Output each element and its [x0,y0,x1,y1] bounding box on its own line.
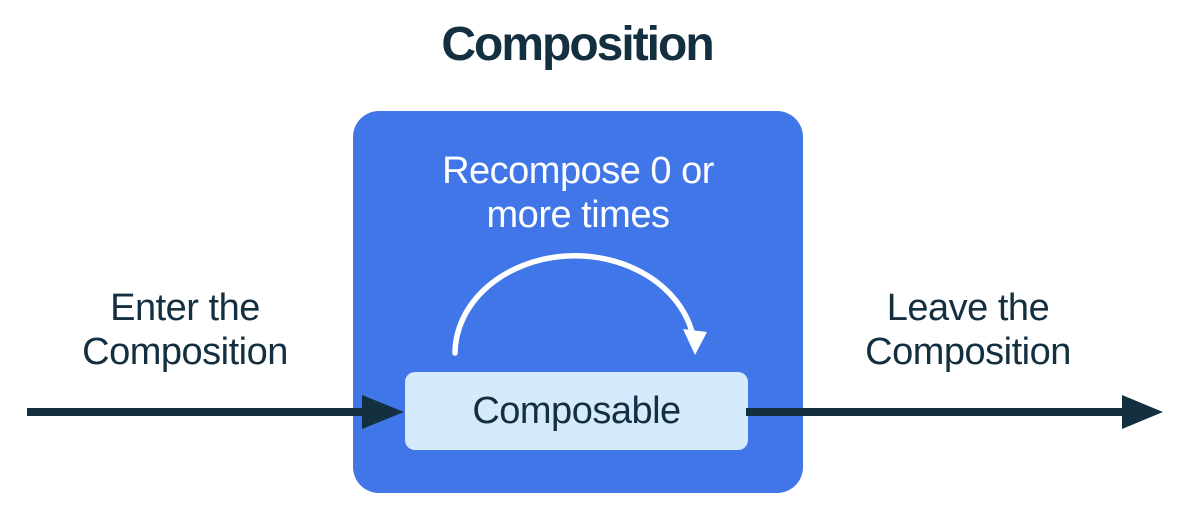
enter-composition-label: Enter the Composition [82,286,288,374]
composable-node: Composable [405,372,748,450]
enter-label-line1: Enter the [110,287,260,329]
composition-container: Recompose 0 or more times Composable [353,111,803,493]
leave-label-line2: Composition [865,331,1071,373]
recompose-label: Recompose 0 or more times [353,149,803,237]
enter-label-line2: Composition [82,331,288,373]
recompose-label-line2: more times [486,194,670,236]
leave-composition-label: Leave the Composition [865,286,1071,374]
diagram-title: Composition [441,18,714,71]
leave-label-line1: Leave the [886,287,1050,329]
composable-node-label: Composable [472,389,681,432]
leave-arrow-head-icon [1122,395,1163,429]
recompose-label-line1: Recompose 0 or [442,150,714,192]
